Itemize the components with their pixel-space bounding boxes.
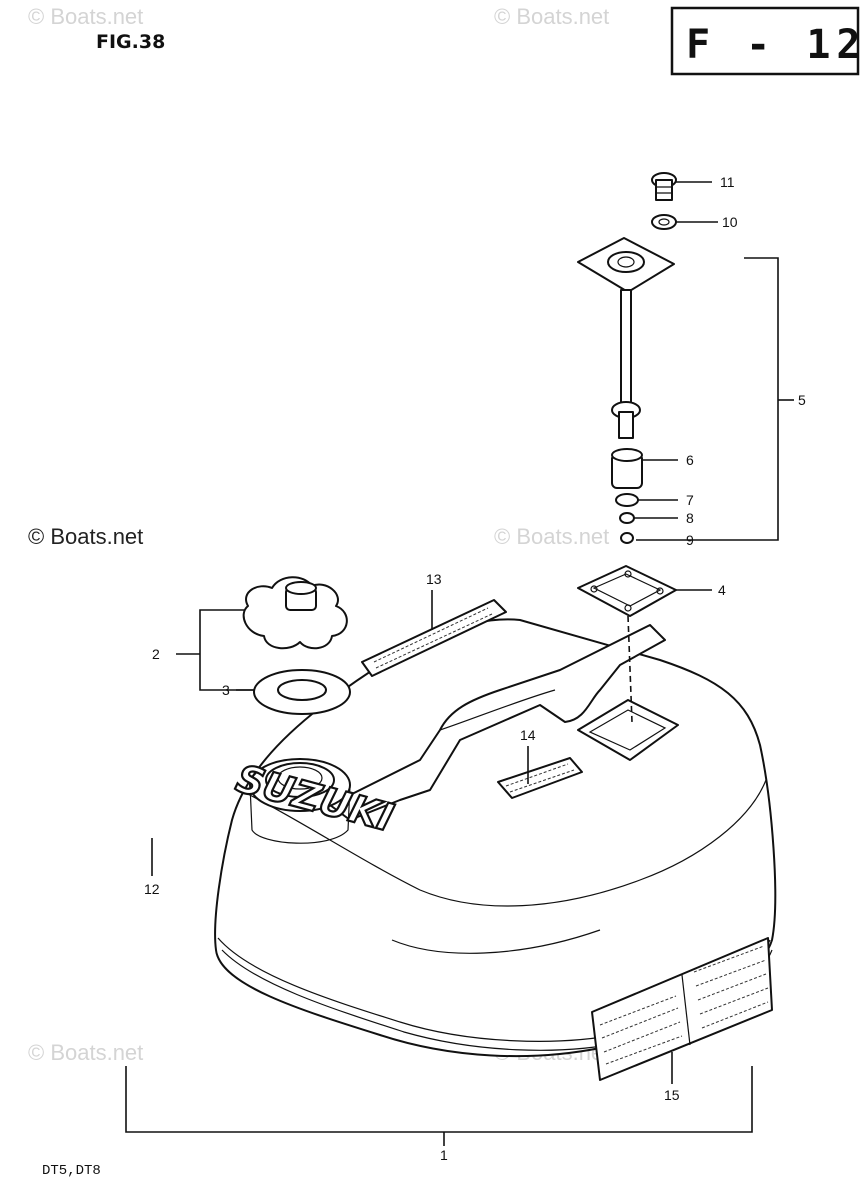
- gauge-float: [611, 448, 643, 489]
- callout-1: 1: [440, 1147, 448, 1163]
- washer-7: [615, 493, 639, 507]
- page-code-box: [670, 6, 860, 76]
- callout-15: 15: [664, 1087, 680, 1103]
- callout-4: 4: [718, 582, 726, 598]
- callout-14: 14: [520, 727, 536, 743]
- callout-9: 9: [686, 532, 694, 548]
- page-code: F - 12: [686, 22, 862, 68]
- leader-lines: [125, 181, 794, 1146]
- callout-11: 11: [720, 174, 735, 190]
- cap-gasket: [253, 669, 351, 715]
- caution-sticker: [361, 599, 507, 677]
- callout-8: 8: [686, 510, 694, 526]
- model-label: DT5,DT8: [42, 1163, 101, 1179]
- filler-cap: [242, 576, 348, 650]
- washer-10: [651, 214, 677, 230]
- callout-2: 2: [152, 646, 160, 662]
- callout-5: 5: [798, 392, 806, 408]
- callout-3: 3: [222, 682, 230, 698]
- watermark-top-left: © Boats.net: [28, 4, 143, 29]
- figure-label: FIG.38: [96, 31, 165, 53]
- screw: [651, 172, 677, 201]
- watermark-middle-left: © Boats.net: [28, 524, 143, 549]
- callout-12: 12: [144, 881, 160, 897]
- stopper-9: [620, 532, 634, 544]
- assembly-axis: [627, 615, 633, 723]
- callout-13: 13: [426, 571, 442, 587]
- callout-10: 10: [722, 214, 738, 230]
- watermark-bottom-left: © Boats.net: [28, 1040, 143, 1065]
- gauge-gasket: [577, 565, 677, 617]
- watermark-middle-center: © Boats.net: [494, 524, 609, 549]
- fuel-tank: [214, 618, 777, 1081]
- fuel-gauge-assembly: [577, 237, 675, 439]
- watermark-top-center: © Boats.net: [494, 4, 609, 29]
- callout-6: 6: [686, 452, 694, 468]
- ring-8: [619, 512, 635, 524]
- callout-7: 7: [686, 492, 694, 508]
